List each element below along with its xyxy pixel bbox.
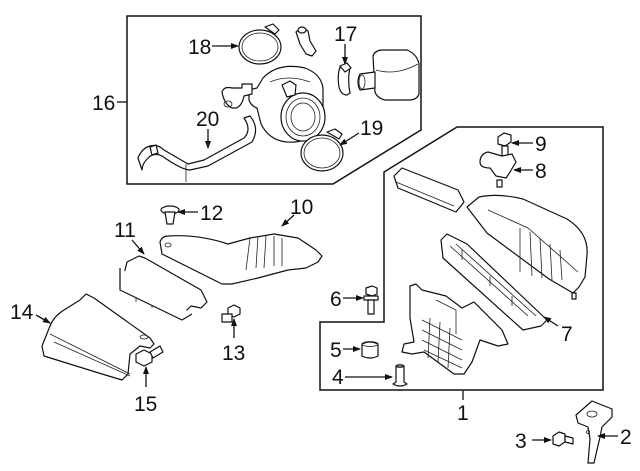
part-10-air-duct[interactable] [159,233,323,285]
callout-19[interactable]: 19 [360,117,383,140]
part-5-grommet[interactable] [361,341,379,359]
callout-12[interactable]: 12 [200,202,223,225]
callout-16[interactable]: 16 [92,92,115,115]
leader-14 [35,314,51,324]
callout-7[interactable]: 7 [561,323,573,346]
callout-3[interactable]: 3 [515,430,527,453]
part-2-bracket[interactable] [575,400,613,464]
part-6-stud[interactable] [363,285,379,315]
callout-4[interactable]: 4 [332,366,344,389]
callout-14[interactable]: 14 [10,301,34,324]
part-air-cleaner-lower-case[interactable] [401,283,509,375]
part-18-hose-clamp[interactable] [238,23,282,65]
part-sensor-connector[interactable] [295,26,317,57]
part-13-bolt[interactable] [221,304,241,323]
callout-20[interactable]: 20 [196,108,219,131]
callout-15[interactable]: 15 [134,393,157,416]
callout-18[interactable]: 18 [188,36,211,59]
part-air-guide[interactable] [393,167,465,213]
part-8-sensor[interactable] [479,151,517,188]
callout-2[interactable]: 2 [620,426,632,449]
leader-11 [131,239,145,255]
part-14-cover[interactable] [41,293,155,381]
part-19-hose-clamp[interactable] [300,128,344,172]
callout-17[interactable]: 17 [334,23,357,46]
part-20-hose[interactable] [137,115,257,182]
part-11-control-module[interactable] [119,255,208,321]
part-resonator[interactable] [357,49,420,101]
callout-6[interactable]: 6 [330,288,342,311]
callout-13[interactable]: 13 [222,342,245,365]
leader-7 [543,316,559,327]
callout-8[interactable]: 8 [535,160,547,183]
leader-lines [35,43,618,443]
group-box-16 [126,15,422,185]
callout-10[interactable]: 10 [290,196,313,219]
leader-10 [281,214,295,227]
callout-5[interactable]: 5 [330,339,342,362]
part-elbow-fitting[interactable] [221,83,253,109]
leader-19 [339,132,360,146]
part-12-clip[interactable] [160,205,180,225]
callout-9[interactable]: 9 [535,133,547,156]
callout-11[interactable]: 11 [114,219,136,242]
group-box-1 [319,126,604,391]
part-intake-housing[interactable] [248,65,326,143]
part-air-cleaner-cover[interactable] [466,194,588,300]
callout-labels: 16 18 17 20 19 9 8 7 6 5 4 1 10 11 12 13… [10,23,632,453]
part-17-small-clamp[interactable] [337,62,352,96]
part-3-bolt[interactable] [552,431,574,447]
part-15-bolt[interactable] [135,345,164,367]
part-4-collar[interactable] [392,364,408,387]
callout-1[interactable]: 1 [457,402,469,425]
